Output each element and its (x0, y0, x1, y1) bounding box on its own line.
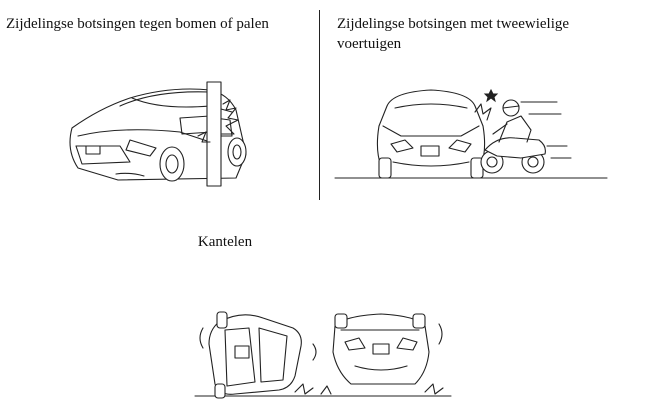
impact-marks (200, 324, 443, 394)
impact-marks (475, 90, 497, 120)
motion-lines (521, 102, 571, 158)
caption-side-impact-two-wheeler: Zijdelingse botsingen met tweewielige vo… (337, 16, 570, 52)
caption-side-impact-pole: Zijdelingse botsingen tegen bomen of pal… (6, 16, 269, 32)
car-wheels (160, 138, 246, 181)
car-motorcycle-collision-illustration (335, 86, 615, 182)
pole (207, 82, 221, 186)
car-on-side (209, 312, 301, 398)
car-rollover-illustration (195, 300, 455, 402)
impact-marks (198, 100, 238, 142)
star-icon (485, 90, 497, 101)
car-upside-down (333, 314, 429, 384)
car-front (377, 90, 484, 178)
motorcycle-and-rider (481, 100, 545, 173)
car-pole-collision-illustration (60, 80, 280, 192)
column-divider (319, 10, 320, 200)
caption-rollover: Kantelen (197, 234, 253, 250)
